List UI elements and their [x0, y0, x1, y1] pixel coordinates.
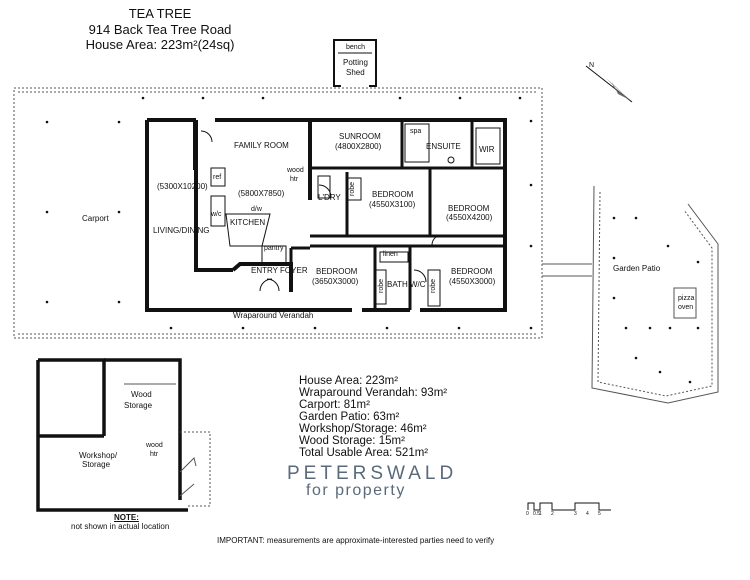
- label-bench: bench: [346, 44, 366, 51]
- fixtures: [200, 123, 501, 307]
- label-bedroom-4-dim: (4550X3000): [449, 277, 496, 286]
- workshop-extras: [124, 383, 211, 507]
- label-wood-htr-1: wood: [287, 167, 304, 174]
- area-line: House Area: 223m²: [299, 375, 399, 387]
- verandah-posts: [45, 96, 533, 330]
- label-shed: Shed: [346, 68, 365, 77]
- house-walls: [145, 118, 507, 312]
- label-laundry: L'DRY: [318, 193, 341, 202]
- label-ref: ref: [213, 174, 222, 181]
- patio-posts: [612, 216, 700, 384]
- label-family-room: FAMILY ROOM: [234, 141, 289, 150]
- label-workshop-2: Storage: [82, 460, 111, 469]
- area-line: Wood Storage: 15m²: [299, 435, 405, 447]
- label-verandah: Wraparound Verandah: [233, 311, 314, 320]
- area-line: Total Usable Area: 521m²: [299, 447, 429, 459]
- brand-logo-tagline: for property: [306, 482, 406, 499]
- label-workshop-1: Workshop/: [79, 451, 118, 460]
- label-living-dining: LIVING/DINING: [153, 226, 210, 235]
- area-line: Carport: 81m²: [299, 399, 370, 411]
- label-wc-2: W/C: [410, 280, 426, 289]
- north-arrow-icon: [585, 65, 633, 103]
- scale-tick: 1: [539, 511, 542, 517]
- label-ws-wood: wood: [146, 442, 163, 449]
- label-wood-htr-2: htr: [290, 176, 299, 183]
- scale-tick: 3: [574, 511, 577, 517]
- label-dw: d/w: [251, 206, 262, 213]
- label-robe-1: robe: [349, 181, 356, 196]
- scale-bar: [527, 502, 611, 511]
- scale-tick: 2: [551, 511, 554, 517]
- label-sunroom-dim: (4800X2800): [335, 142, 382, 151]
- scale-tick: 5: [598, 511, 601, 517]
- note-text: not shown in actual location: [71, 522, 170, 531]
- brand-logo-name: PETERSWALD: [287, 463, 458, 484]
- label-entry-foyer: ENTRY FOYER: [251, 266, 308, 275]
- plan-house-area: House Area: 223m²(24sq): [85, 37, 235, 52]
- label-potting: Potting: [343, 58, 368, 67]
- label-bedroom-1: BEDROOM: [372, 190, 414, 199]
- label-oven: oven: [678, 304, 694, 311]
- verandah-outline: [13, 87, 543, 339]
- label-pantry: pantry: [264, 245, 284, 252]
- label-wir: WIR: [479, 145, 495, 154]
- label-spa: spa: [410, 128, 422, 135]
- label-robe-3: robe: [430, 278, 437, 293]
- label-ensuite: ENSUITE: [426, 142, 461, 151]
- disclaimer: IMPORTANT: measurements are approximate-…: [217, 536, 495, 545]
- potting-shed: [333, 39, 377, 88]
- area-line: Wraparound Verandah: 93m²: [299, 387, 448, 399]
- label-bedroom-2-dim: (4550X4200): [446, 213, 493, 222]
- label-carport: Carport: [82, 214, 109, 223]
- scale-tick: 4: [586, 511, 589, 517]
- scale-tick: 0.5: [533, 511, 540, 517]
- label-linen: linen: [383, 251, 398, 258]
- label-wood-storage-2: Storage: [124, 401, 153, 410]
- label-pizza: pizza: [678, 295, 695, 302]
- workshop-building: [36, 358, 188, 512]
- label-wood-storage-1: Wood: [131, 390, 152, 399]
- label-bedroom-2: BEDROOM: [448, 204, 490, 213]
- scale-tick: 0: [526, 511, 529, 517]
- label-kitchen-dim: (5800X7850): [238, 189, 285, 198]
- label-bedroom-4: BEDROOM: [451, 267, 493, 276]
- note-title: NOTE:: [114, 513, 139, 522]
- label-bedroom-3: BEDROOM: [316, 267, 358, 276]
- label-sunroom: SUNROOM: [339, 132, 381, 141]
- label-kitchen: KITCHEN: [230, 218, 266, 227]
- label-bedroom-1-dim: (4550X3100): [369, 200, 416, 209]
- label-garden-patio: Garden Patio: [613, 264, 661, 273]
- north-label: N: [589, 62, 595, 69]
- plan-address: 914 Back Tea Tree Road: [88, 22, 232, 37]
- plan-title: TEA TREE: [128, 6, 192, 21]
- label-living-dim: (5300X10200): [157, 182, 208, 191]
- area-line: Workshop/Storage: 46m²: [299, 423, 427, 435]
- label-ws-htr: htr: [150, 451, 159, 458]
- garden-patio: [542, 185, 719, 404]
- label-bath: BATH: [387, 280, 408, 289]
- area-line: Garden Patio: 63m²: [299, 411, 400, 423]
- label-wc: w/c: [211, 211, 222, 218]
- label-robe-2: robe: [378, 278, 385, 293]
- label-bedroom-3-dim: (3650X3000): [312, 277, 359, 286]
